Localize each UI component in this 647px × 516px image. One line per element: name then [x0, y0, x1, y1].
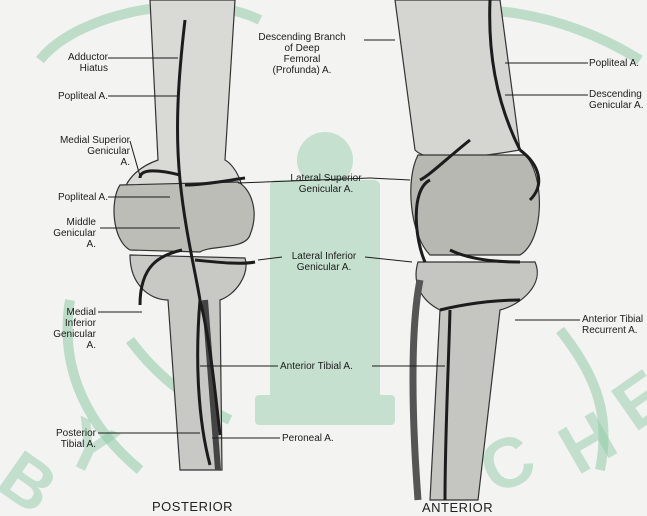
label-peroneal: Peroneal A.: [282, 433, 362, 444]
anterior-femur: [395, 0, 520, 158]
label-lateral-inferior-genicular: Lateral Inferior Genicular A.: [282, 251, 366, 273]
label-medial-superior-genicular: Medial Superior Genicular A.: [10, 135, 130, 168]
label-popliteal-artery-posterior: Popliteal A.: [20, 91, 108, 102]
label-anterior-tibial-recurrent: Anterior Tibial Recurrent A.: [582, 314, 647, 336]
label-adductor-hiatus: Adductor Hiatus: [40, 52, 108, 74]
anterior-view: [395, 0, 539, 500]
svg-text:H: H: [546, 396, 629, 489]
label-medial-inferior-genicular: Medial Inferior Genicular A.: [30, 307, 96, 351]
label-popliteal-artery-anterior: Popliteal A.: [589, 58, 647, 69]
view-title-anterior: ANTERIOR: [422, 500, 493, 515]
label-posterior-tibial: Posterior Tibial A.: [20, 428, 96, 450]
posterior-view: [114, 0, 255, 470]
anterior-femur-condyles: [411, 155, 540, 255]
view-title-posterior: POSTERIOR: [152, 499, 233, 514]
anterior-fibula: [413, 280, 420, 500]
label-lateral-superior-genicular: Lateral Superior Genicular A.: [282, 173, 370, 195]
label-middle-genicular: Middle Genicular A.: [30, 217, 96, 250]
label-descending-branch: Descending Branch of Deep Femoral (Profu…: [242, 32, 362, 76]
label-anterior-tibial: Anterior Tibial A.: [280, 361, 372, 372]
label-descending-genicular: Descending Genicular A.: [589, 89, 647, 111]
label-popliteal-artery-posterior-2: Popliteal A.: [20, 192, 108, 203]
